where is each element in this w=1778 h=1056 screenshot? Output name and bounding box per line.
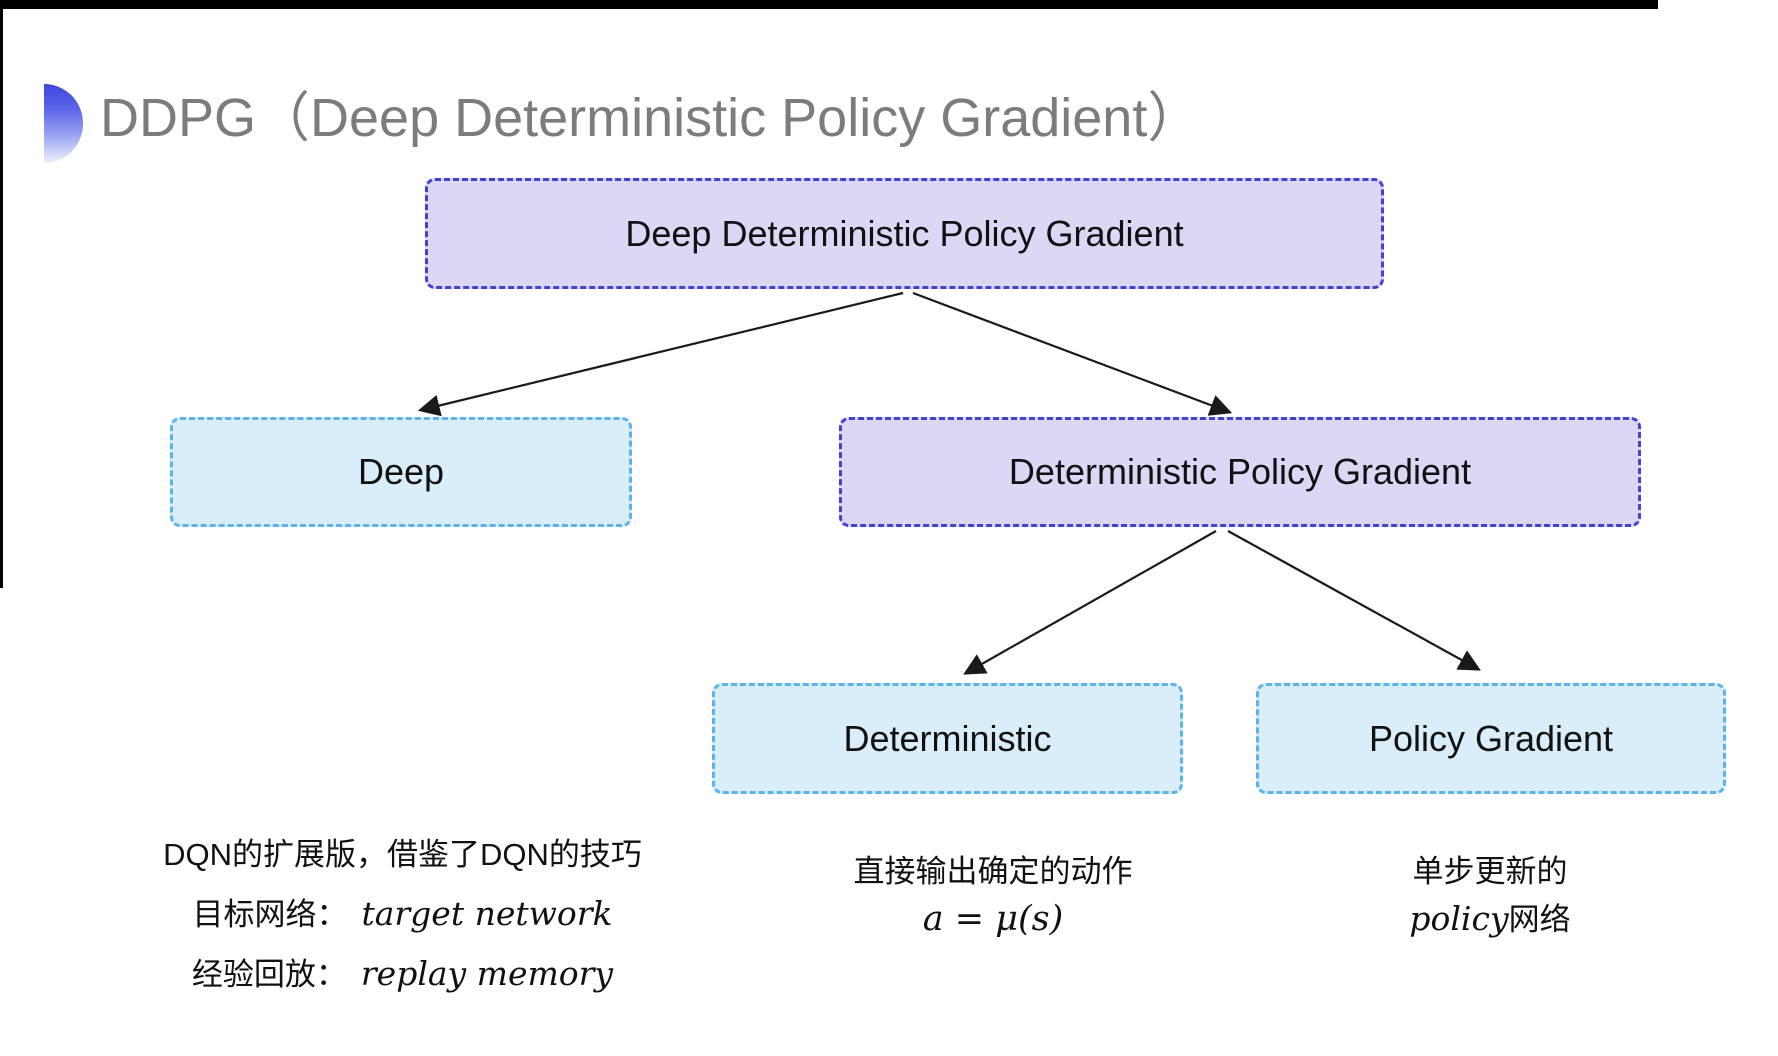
page-title: DDPG（Deep Deterministic Policy Gradient）: [100, 88, 1202, 148]
note-deterministic: 直接输出确定的动作 a = μ(s): [793, 853, 1193, 938]
note-deep-line2-term: target network: [361, 894, 613, 933]
node-policy-gradient: Policy Gradient: [1256, 683, 1726, 794]
note-deep-line3-label: 经验回放：: [191, 957, 347, 992]
note-policy-gradient-suffix: 网络: [1508, 902, 1571, 937]
edge-dpg-to-policy-gradient: [1227, 530, 1481, 671]
note-policy-gradient-line1: 单步更新的: [1412, 854, 1568, 889]
node-deterministic-policy-gradient: Deterministic Policy Gradient: [839, 417, 1641, 527]
edge-dpg-to-deterministic: [963, 530, 1217, 675]
title-bullet-icon: [44, 84, 83, 163]
node-label: Deterministic: [843, 717, 1052, 759]
node-deep-deterministic-policy-gradient: Deep Deterministic Policy Gradient: [425, 178, 1384, 289]
node-deep: Deep: [170, 417, 632, 527]
note-deep: DQN的扩展版，借鉴了DQN的技巧 目标网络： target network 经…: [130, 836, 675, 994]
note-deep-line1: DQN的扩展版，借鉴了DQN的技巧: [163, 837, 642, 872]
node-label: Deep: [357, 451, 445, 492]
note-policy-gradient: 单步更新的 policy 网络: [1290, 853, 1690, 939]
note-deep-line2: 目标网络： target network: [192, 895, 612, 934]
node-deterministic: Deterministic: [712, 683, 1183, 794]
node-label: Deep Deterministic Policy Gradient: [625, 212, 1184, 254]
node-label: Policy Gradient: [1368, 717, 1614, 759]
note-deep-line2-label: 目标网络：: [192, 897, 348, 932]
note-deep-line3: 经验回放： replay memory: [192, 955, 613, 994]
frame-top-bar: [0, 0, 1658, 9]
frame-left-line: [0, 0, 3, 588]
note-policy-gradient-term: policy: [1409, 899, 1509, 938]
edge-root-to-dpg: [912, 291, 1233, 416]
node-label: Deterministic Policy Gradient: [1008, 451, 1472, 492]
note-deep-line3-term: replay memory: [360, 954, 614, 993]
edge-root-to-deep: [417, 291, 904, 417]
note-deterministic-formula: a = μ(s): [922, 899, 1064, 939]
note-policy-gradient-line2: policy 网络: [1409, 900, 1570, 939]
note-deterministic-line1: 直接输出确定的动作: [853, 854, 1133, 889]
